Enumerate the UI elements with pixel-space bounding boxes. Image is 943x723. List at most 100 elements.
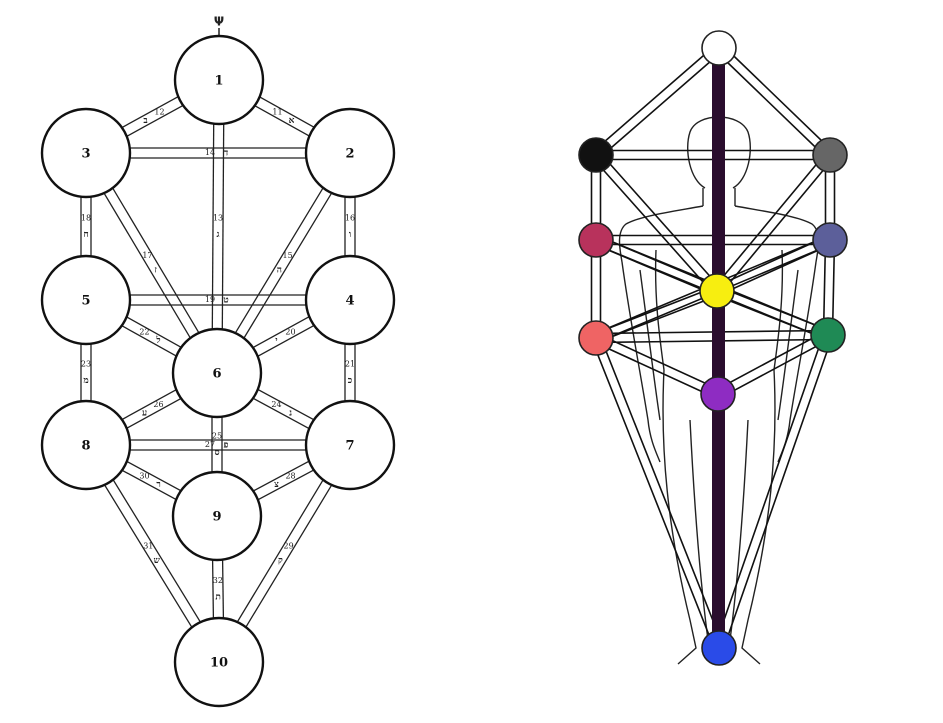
path-rail bbox=[598, 50, 723, 159]
path-number-label: 28 bbox=[285, 472, 295, 481]
path-number-label: 27 bbox=[205, 440, 215, 449]
path-rail bbox=[592, 157, 715, 295]
path-13: 13ג bbox=[211, 79, 225, 374]
right-nodes-layer bbox=[578, 30, 848, 666]
path-rail bbox=[597, 333, 721, 391]
path-hebrew-letter: ס bbox=[214, 448, 219, 458]
path-rail bbox=[719, 338, 831, 399]
path-hebrew-letter: ח bbox=[83, 230, 88, 240]
path-rail bbox=[715, 50, 828, 159]
path-number-label: 12 bbox=[154, 108, 164, 117]
path-rail bbox=[591, 339, 716, 650]
path-hebrew-letter: ב bbox=[143, 116, 148, 126]
sephira-number-label: 3 bbox=[81, 147, 90, 162]
sephira-5: 5 bbox=[40, 254, 132, 346]
sephira-7-colored bbox=[810, 317, 846, 353]
path-rail bbox=[719, 157, 835, 295]
sephira-10: 10 bbox=[173, 616, 265, 708]
sephira-2: 2 bbox=[304, 107, 396, 199]
sephira-6: 6 bbox=[171, 327, 263, 419]
sephira-circle bbox=[40, 254, 132, 346]
sephira-number-label: 6 bbox=[212, 367, 221, 382]
sephira-7: 7 bbox=[304, 399, 396, 491]
path-rail bbox=[715, 294, 827, 340]
sephira-number-label: 1 bbox=[214, 74, 223, 89]
human-figure-tree-diagram bbox=[578, 30, 848, 666]
path-number-label: 31 bbox=[143, 542, 153, 551]
sephira-5-colored bbox=[578, 222, 614, 258]
path-rail bbox=[715, 330, 827, 391]
path-hebrew-letter: ק bbox=[278, 556, 283, 566]
sephira-circle bbox=[304, 399, 396, 491]
path-hebrew-letter: ה bbox=[277, 265, 282, 275]
sephira-9: 9 bbox=[171, 470, 263, 562]
sephira-3-colored bbox=[578, 137, 614, 173]
path-hebrew-letter: ט bbox=[223, 296, 228, 306]
path-number-label: 13 bbox=[213, 214, 223, 223]
path-number-label: 23 bbox=[81, 360, 91, 369]
path-7-10 bbox=[713, 333, 834, 650]
path-3-6 bbox=[592, 151, 721, 295]
sephira-circle bbox=[173, 616, 265, 708]
path-7-9 bbox=[715, 330, 831, 399]
path-8-6 bbox=[594, 286, 719, 343]
sephira-circle bbox=[173, 34, 265, 126]
path-hebrew-letter: ע bbox=[142, 408, 147, 418]
sephira-circle bbox=[304, 254, 396, 346]
path-number-label: 18 bbox=[81, 214, 91, 223]
path-hebrew-letter: י bbox=[275, 336, 277, 346]
sephira-6-colored bbox=[699, 273, 735, 309]
path-7-6 bbox=[715, 286, 830, 340]
sephira-number-label: 7 bbox=[345, 439, 354, 454]
path-number-label: 22 bbox=[139, 328, 149, 337]
path-8-9 bbox=[593, 333, 721, 399]
path-number-label: 24 bbox=[271, 400, 281, 409]
path-rail bbox=[592, 44, 717, 153]
sephira-circle bbox=[40, 107, 132, 199]
human-body-outline bbox=[618, 116, 820, 665]
path-1-3 bbox=[592, 44, 723, 159]
sephira-8: 8 bbox=[40, 399, 132, 491]
sephira-number-label: 5 bbox=[81, 294, 90, 309]
path-hebrew-letter: צ bbox=[274, 480, 279, 490]
path-rail bbox=[594, 286, 716, 335]
sephira-2-colored bbox=[812, 137, 848, 173]
path-number-label: 16 bbox=[345, 214, 355, 223]
path-number-label: 25 bbox=[212, 432, 222, 441]
left-leg-outline bbox=[662, 369, 709, 665]
path-hebrew-letter: ש bbox=[153, 556, 160, 566]
path-hebrew-letter: כ bbox=[348, 376, 352, 386]
central-pillar bbox=[712, 50, 725, 650]
path-rail bbox=[718, 286, 830, 332]
top-mark-symbol: Ψ bbox=[214, 15, 224, 29]
sephira-4-colored bbox=[812, 222, 848, 258]
sephira-4: 4 bbox=[304, 254, 396, 346]
path-hebrew-letter: פ bbox=[224, 441, 229, 451]
sephira-circle bbox=[171, 470, 263, 562]
left-arm-outline bbox=[621, 261, 661, 463]
sephira-circle bbox=[171, 327, 263, 419]
path-rail bbox=[597, 294, 719, 343]
path-hebrew-letter: ל bbox=[155, 335, 160, 346]
path-rail bbox=[593, 341, 717, 399]
path-rail bbox=[722, 336, 834, 650]
path-number-label: 30 bbox=[139, 472, 149, 481]
path-8-10 bbox=[591, 336, 724, 650]
path-rail bbox=[713, 333, 825, 647]
path-number-label: 11 bbox=[272, 108, 282, 117]
path-hebrew-letter: ר bbox=[156, 480, 160, 490]
sephira-1-colored bbox=[701, 30, 737, 66]
path-number-label: 29 bbox=[284, 542, 294, 551]
neck-outline bbox=[702, 188, 736, 206]
path-hebrew-letter: ת bbox=[215, 592, 221, 602]
right-arm-outline bbox=[777, 261, 817, 463]
sephira-8-colored bbox=[578, 320, 614, 356]
path-rail bbox=[211, 79, 215, 373]
sephira-number-label: 8 bbox=[81, 439, 90, 454]
sephira-9-colored bbox=[700, 376, 736, 412]
path-number-label: 17 bbox=[142, 251, 152, 260]
sephira-3: 3 bbox=[40, 107, 132, 199]
path-number-label: 20 bbox=[285, 328, 295, 337]
